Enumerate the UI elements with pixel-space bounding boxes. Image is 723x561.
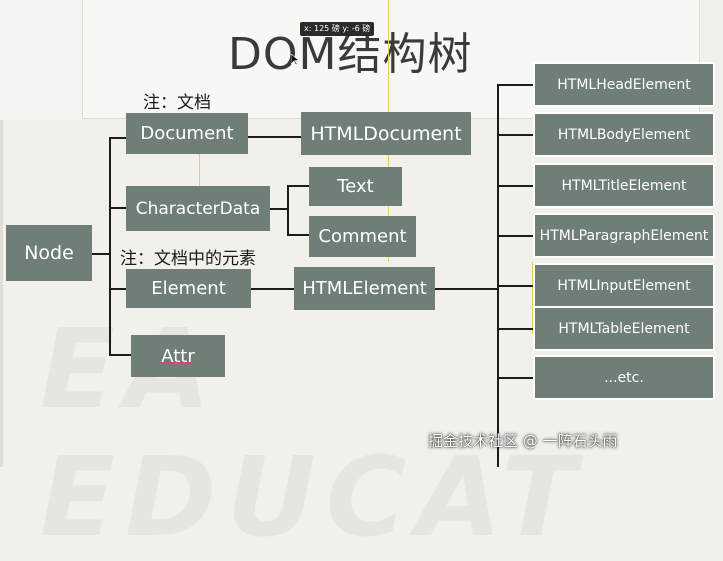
connector-to-characterdata (109, 207, 126, 209)
characterdata-label: CharacterData (135, 198, 261, 219)
connector-to-etc (497, 377, 533, 379)
document-label: Document (140, 123, 234, 144)
attr-label: Attr (161, 345, 195, 367)
attr-box[interactable]: Attr (131, 335, 225, 377)
comment-box[interactable]: Comment (309, 216, 416, 257)
htmlheadelement-label: HTMLHeadElement (557, 76, 691, 93)
htmlelement-box[interactable]: HTMLElement (294, 267, 435, 310)
htmltitleelement-box[interactable]: HTMLTitleElement (533, 163, 715, 208)
connector-to-headelement (497, 84, 533, 86)
comment-label: Comment (318, 226, 407, 247)
htmltableelement-box[interactable]: HTMLTableElement (533, 306, 715, 351)
htmlinputelement-label: HTMLInputElement (557, 277, 691, 294)
node-label: Node (24, 242, 74, 264)
note-element: 注：文档中的元素 (120, 249, 256, 269)
characterdata-box[interactable]: CharacterData (126, 186, 270, 231)
connector-to-titleelement (497, 185, 533, 187)
connector-characterdata-branch (287, 185, 289, 236)
connector-document-htmldocument (248, 136, 301, 138)
selection-guide-list (532, 262, 533, 334)
connector-node-stub (92, 253, 110, 255)
connector-to-attr (109, 354, 131, 356)
htmltableelement-label: HTMLTableElement (558, 320, 690, 337)
htmlelement-label: HTMLElement (302, 278, 427, 299)
htmldocument-box[interactable]: HTMLDocument (301, 112, 471, 155)
spellcheck-underline (161, 360, 195, 363)
mouse-cursor-icon (290, 51, 300, 70)
connector-to-inputelement (497, 285, 533, 287)
document-box[interactable]: Document (126, 113, 248, 154)
connector-to-tableelement (497, 328, 533, 330)
etc-box[interactable]: ...etc. (533, 355, 715, 400)
text-box[interactable]: Text (309, 167, 402, 206)
connector-node-trunk (109, 137, 111, 356)
connector-to-bodyelement (497, 134, 533, 136)
node-box[interactable]: Node (6, 225, 92, 281)
etc-label: ...etc. (604, 369, 644, 386)
connector-to-comment (287, 234, 309, 236)
connector-to-document (109, 137, 126, 139)
connector-to-element (109, 288, 126, 290)
text-label: Text (337, 176, 374, 197)
htmlbodyelement-box[interactable]: HTMLBodyElement (533, 112, 715, 157)
htmlinputelement-box[interactable]: HTMLInputElement (533, 263, 715, 308)
htmlbodyelement-label: HTMLBodyElement (557, 126, 691, 143)
connector-to-paragraphelement (497, 235, 533, 237)
htmlparagraphelement-box[interactable]: HTMLParagraphElement (533, 213, 715, 258)
page-title: DOM结构树 (228, 29, 473, 80)
slide-top-left-area (0, 0, 82, 120)
alignment-guide-link (199, 134, 200, 190)
element-box[interactable]: Element (126, 269, 251, 308)
connector-to-text (287, 185, 309, 187)
slide-left-edge (0, 0, 3, 467)
connector-htmlelement-stub (435, 288, 499, 290)
htmldocument-label: HTMLDocument (310, 122, 462, 145)
htmlparagraphelement-label: HTMLParagraphElement (539, 227, 709, 244)
note-document: 注：文档 (143, 93, 211, 113)
element-label: Element (151, 278, 226, 299)
connector-characterdata-stub (270, 208, 288, 210)
source-credit: 掘金技术社区 @ 一阵石头雨 (428, 432, 618, 450)
connector-html-trunk (497, 84, 499, 467)
htmltitleelement-label: HTMLTitleElement (561, 177, 687, 194)
position-tooltip: x: 125 磅 y: -6 磅 (300, 22, 375, 36)
connector-element-htmlelement (251, 288, 294, 290)
htmlheadelement-box[interactable]: HTMLHeadElement (533, 62, 715, 107)
